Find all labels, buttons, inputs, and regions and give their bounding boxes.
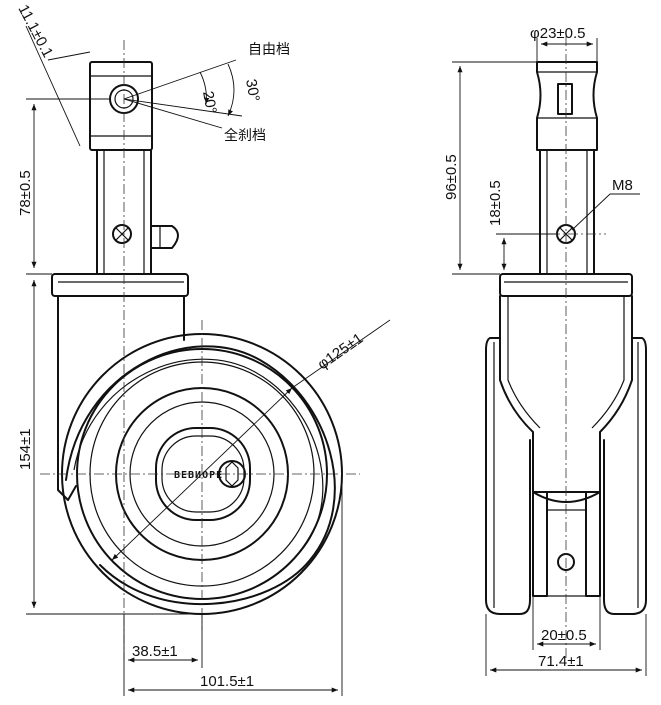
free-gear-label: 自由档 xyxy=(248,42,290,58)
fork-body xyxy=(499,295,633,493)
pin-offset-dim: 11.1±0.1 xyxy=(14,2,56,60)
inner-width-dim: 20±0.5 xyxy=(541,627,587,644)
full-brake-label: 全刹档 xyxy=(224,127,266,144)
stem-dia-dim: φ23±0.5 xyxy=(530,25,586,42)
thread-label: M8 xyxy=(612,177,633,194)
wheel-left xyxy=(485,337,531,615)
angle-20-label: 20° xyxy=(199,90,220,115)
wheel-dia-dim: φ125±1 xyxy=(315,330,367,373)
wheel-right xyxy=(603,337,647,615)
brand-text: ВЕВИОРЕ xyxy=(174,470,223,481)
front-stem-top xyxy=(536,61,598,151)
fork-leg-right xyxy=(585,491,601,597)
top-plate xyxy=(51,273,189,297)
outer-width-dim: 71.4±1 xyxy=(538,653,584,670)
brake-lever xyxy=(150,225,179,249)
fork-leg-left xyxy=(532,491,548,597)
side-view: ВЕВИОРЕ 20° 30° 自由档 全刹档 11.1±0.1 78±0.5 … xyxy=(14,2,391,696)
height-top-dim: 78±0.5 xyxy=(17,170,34,216)
height-18-dim: 18±0.5 xyxy=(487,180,504,226)
stem-top-block xyxy=(89,61,153,151)
height-wheel-dim: 154±1 xyxy=(17,428,34,470)
width-dim: 101.5±1 xyxy=(200,673,254,690)
front-slot xyxy=(557,83,573,115)
angle-30-label: 30° xyxy=(242,78,263,103)
offset-dim: 38.5±1 xyxy=(132,643,178,660)
front-view: φ23±0.5 96±0.5 18±0.5 M8 20±0.5 71.4±1 xyxy=(443,25,647,676)
front-stem-lower xyxy=(539,149,595,275)
height-96-dim: 96±0.5 xyxy=(443,154,460,200)
screw xyxy=(112,224,132,244)
